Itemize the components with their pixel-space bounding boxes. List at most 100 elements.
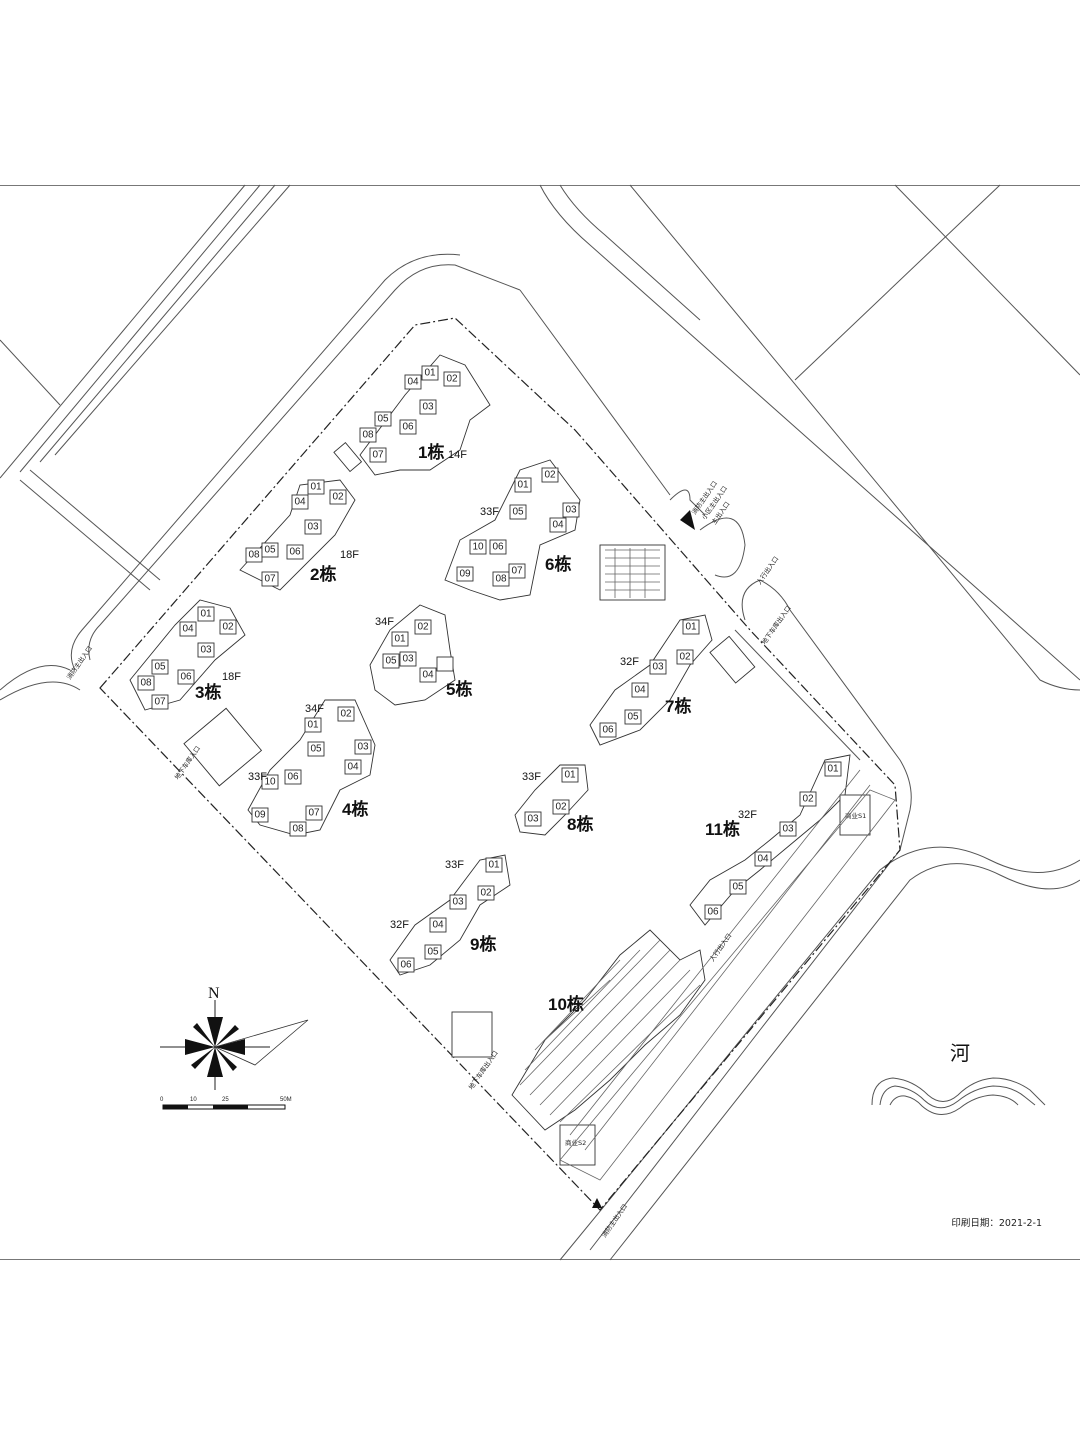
print-date: 印刷日期：2021-2-1	[951, 1218, 1042, 1229]
unit-label: 02	[544, 470, 556, 481]
unit-label: 04	[422, 670, 434, 681]
building-name: 4栋	[342, 799, 368, 819]
unit-label: 06	[602, 725, 614, 736]
scale-bar: 0 10 25 50M	[160, 1097, 292, 1110]
podium-strip	[559, 769, 896, 1181]
unit-label: 09	[459, 569, 471, 580]
shop-label: 商业S1	[845, 811, 866, 820]
unit-label: 04	[432, 920, 444, 931]
unit-label: 09	[254, 810, 266, 821]
unit-label: 06	[707, 907, 719, 918]
building-floors: 33F	[522, 771, 541, 783]
unit-label: 02	[802, 794, 814, 805]
building-floors-2: 32F	[390, 919, 409, 931]
scale-tick: 10	[190, 1097, 197, 1103]
unit-label: 05	[732, 882, 744, 893]
unit-label: 03	[565, 505, 577, 516]
unit-label: 03	[782, 824, 794, 835]
unit-label: 01	[307, 720, 319, 731]
roads	[0, 184, 1080, 1261]
unit-label: 04	[634, 685, 646, 696]
unit-label: 01	[488, 860, 500, 871]
unit-label: 01	[564, 770, 576, 781]
unit-label: 03	[422, 402, 434, 413]
unit-label: 06	[492, 542, 504, 553]
entrance-arrow-icon	[680, 510, 695, 530]
unit-label: 04	[347, 762, 359, 773]
unit-label: 08	[292, 824, 304, 835]
unit-label: 02	[446, 374, 458, 385]
building-floors: 18F	[222, 671, 241, 683]
building-floors: 32F	[738, 809, 757, 821]
unit-label: 08	[248, 550, 260, 561]
unit-label: 06	[400, 960, 412, 971]
building-5: 01 02 05 03 04 34F 5栋	[369, 604, 472, 706]
entrance-label: 人行出入口	[754, 554, 780, 586]
building-floors: 32F	[620, 656, 639, 668]
garage-ramp-west	[183, 707, 263, 787]
building-11: 01 02 03 04 05 06 11栋 32F 商业S1	[689, 754, 871, 926]
unit-label: 08	[495, 574, 507, 585]
scale-tick: 0	[160, 1097, 164, 1103]
unit-label: 03	[307, 522, 319, 533]
building-7: 01 02 03 04 05 06 32F 7栋	[589, 614, 713, 746]
unit-label: 01	[517, 480, 529, 491]
building-floors: 34F	[375, 616, 394, 628]
unit-label: 07	[511, 566, 523, 577]
building-name: 3栋	[195, 682, 221, 702]
unit-label: 06	[289, 547, 301, 558]
unit-label: 05	[427, 947, 439, 958]
unit-label: 05	[377, 414, 389, 425]
unit-label: 05	[627, 712, 639, 723]
building-9: 01 02 03 04 05 06 33F 32F 9栋	[389, 854, 511, 976]
unit-label: 03	[357, 742, 369, 753]
building-2: 04 01 02 08 05 06 03 07 2栋 18F	[239, 479, 359, 591]
building-floors: 33F	[480, 506, 499, 518]
river-label: 河	[950, 1041, 970, 1065]
shop-label: 商业S2	[565, 1138, 586, 1147]
unit-label: 02	[340, 709, 352, 720]
unit-label: 08	[140, 678, 152, 689]
unit-label: 05	[264, 545, 276, 556]
building-1: 04 01 02 05 03 08 06 07 1栋 14F	[359, 354, 491, 476]
unit-label: 01	[827, 764, 839, 775]
river: 河	[871, 1041, 1046, 1115]
building-name: 8栋	[567, 814, 593, 834]
unit-label: 06	[287, 772, 299, 783]
unit-label: 07	[154, 697, 166, 708]
unit-label: 02	[555, 802, 567, 813]
building-6: 01 02 05 04 03 10 06 09 08 07 33F 6栋	[444, 459, 581, 601]
building-name: 1栋	[418, 442, 444, 462]
unit-label: 04	[182, 624, 194, 635]
unit-label: 01	[200, 609, 212, 620]
building-name: 2栋	[310, 564, 336, 584]
unit-label: 05	[512, 507, 524, 518]
unit-label: 03	[652, 662, 664, 673]
building-floors: 33F	[445, 859, 464, 871]
building-8: 01 02 03 33F 8栋	[514, 764, 593, 836]
building-name: 6栋	[545, 554, 571, 574]
unit-label: 01	[685, 622, 697, 633]
unit-label: 07	[372, 450, 384, 461]
unit-label: 02	[222, 622, 234, 633]
unit-label: 06	[180, 672, 192, 683]
building-floors: 14F	[448, 449, 467, 461]
unit-label: 07	[264, 574, 276, 585]
scale-tick: 50M	[280, 1097, 292, 1103]
unit-label: 10	[472, 542, 484, 553]
building-name: 7栋	[665, 696, 691, 716]
building-name: 10栋	[548, 994, 584, 1014]
entrance-label: 消防主出入口	[599, 1202, 629, 1239]
building-name: 11栋	[705, 819, 740, 839]
building-10: 10栋 商业S2	[451, 929, 706, 1166]
unit-label: 01	[424, 368, 436, 379]
unit-label: 05	[310, 744, 322, 755]
building-4: 01 02 05 03 04 10 06 09 08 07 34F 33F 4栋	[247, 699, 376, 837]
entrances: 消防主出入口 地下车库入口 消防主出入口 小区主出入口 主出入口 人行出入口 地…	[64, 479, 792, 1239]
unit-label: 10	[264, 777, 276, 788]
unit-label: 01	[394, 634, 406, 645]
entrance-arrow-icon	[592, 1198, 602, 1208]
building-floors-2: 33F	[248, 771, 267, 783]
unit-label: 03	[527, 814, 539, 825]
